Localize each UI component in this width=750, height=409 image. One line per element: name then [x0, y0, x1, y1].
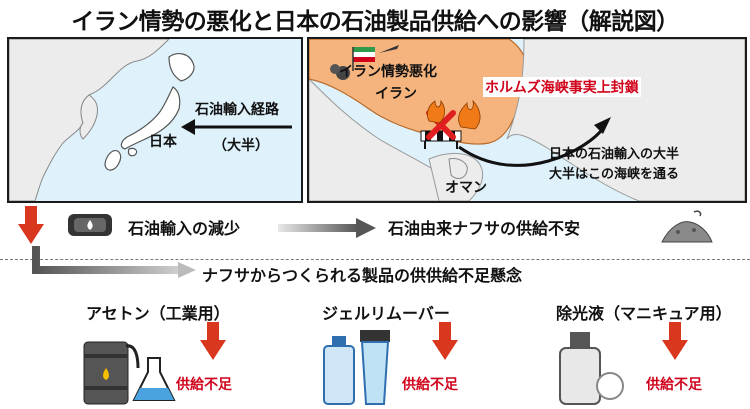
japan-map: [9, 39, 292, 201]
product-name-gel-remover: ジェルリムーバー: [322, 304, 450, 323]
flow-step2: 石油由来ナフサの供給不安: [388, 219, 581, 238]
flow-step3: ナフサからつくられる製品の供供給不足懸念: [202, 266, 523, 285]
iran-situation-label: イラン情勢悪化: [339, 64, 437, 80]
hormuz-label: ホルムズ海峡事実上封鎖: [483, 77, 641, 97]
hormuz-note-line2: 大半はこの海峡を通る: [549, 167, 680, 182]
drum-and-flask-icon: [83, 341, 176, 405]
section-separator: [0, 259, 750, 260]
red-down-arrow-icon: [18, 206, 44, 244]
down-arrow-icon: [662, 322, 688, 360]
gray-right-arrow-icon: [278, 218, 376, 238]
oman-label: オマン: [445, 180, 487, 196]
status-nail-remover: 供給不足: [646, 377, 702, 393]
down-arrow-icon: [432, 322, 458, 360]
iran-map-panel: イラン情勢悪化 イラン ホルムズ海峡事実上封鎖 日本の石油輸入の大半 大半はこの…: [307, 37, 747, 203]
product-name-acetone: アセトン（工業用）: [86, 304, 230, 323]
down-arrow-icon: [200, 322, 226, 360]
naphtha-pile-icon: [661, 210, 713, 243]
diagram-title: イラン情勢の悪化と日本の石油製品供給への影響（解説図）: [71, 9, 679, 35]
nail-remover-bottle-icon: [559, 332, 624, 405]
iran-label: イラン: [375, 86, 417, 102]
status-gel-remover: 供給不足: [402, 377, 458, 393]
flow-step1: 石油輸入の減少: [128, 219, 241, 238]
hormuz-note-line1: 日本の石油輸入の大半: [549, 147, 680, 162]
japan-label: 日本: [149, 134, 177, 150]
product-name-nail-remover: 除光液（マニキュア用）: [556, 304, 732, 323]
oil-tank-icon: [68, 214, 112, 236]
status-acetone: 供給不足: [176, 377, 232, 393]
gray-bent-arrow-icon: [32, 246, 196, 278]
iran-map: [309, 39, 745, 201]
japan-map-panel: 石油輸入経路 （大半） 日本: [7, 37, 303, 203]
route-label: 石油輸入経路: [195, 102, 279, 118]
gel-remover-bottles-icon: [323, 330, 390, 405]
route-sub-label: （大半）: [213, 138, 269, 154]
